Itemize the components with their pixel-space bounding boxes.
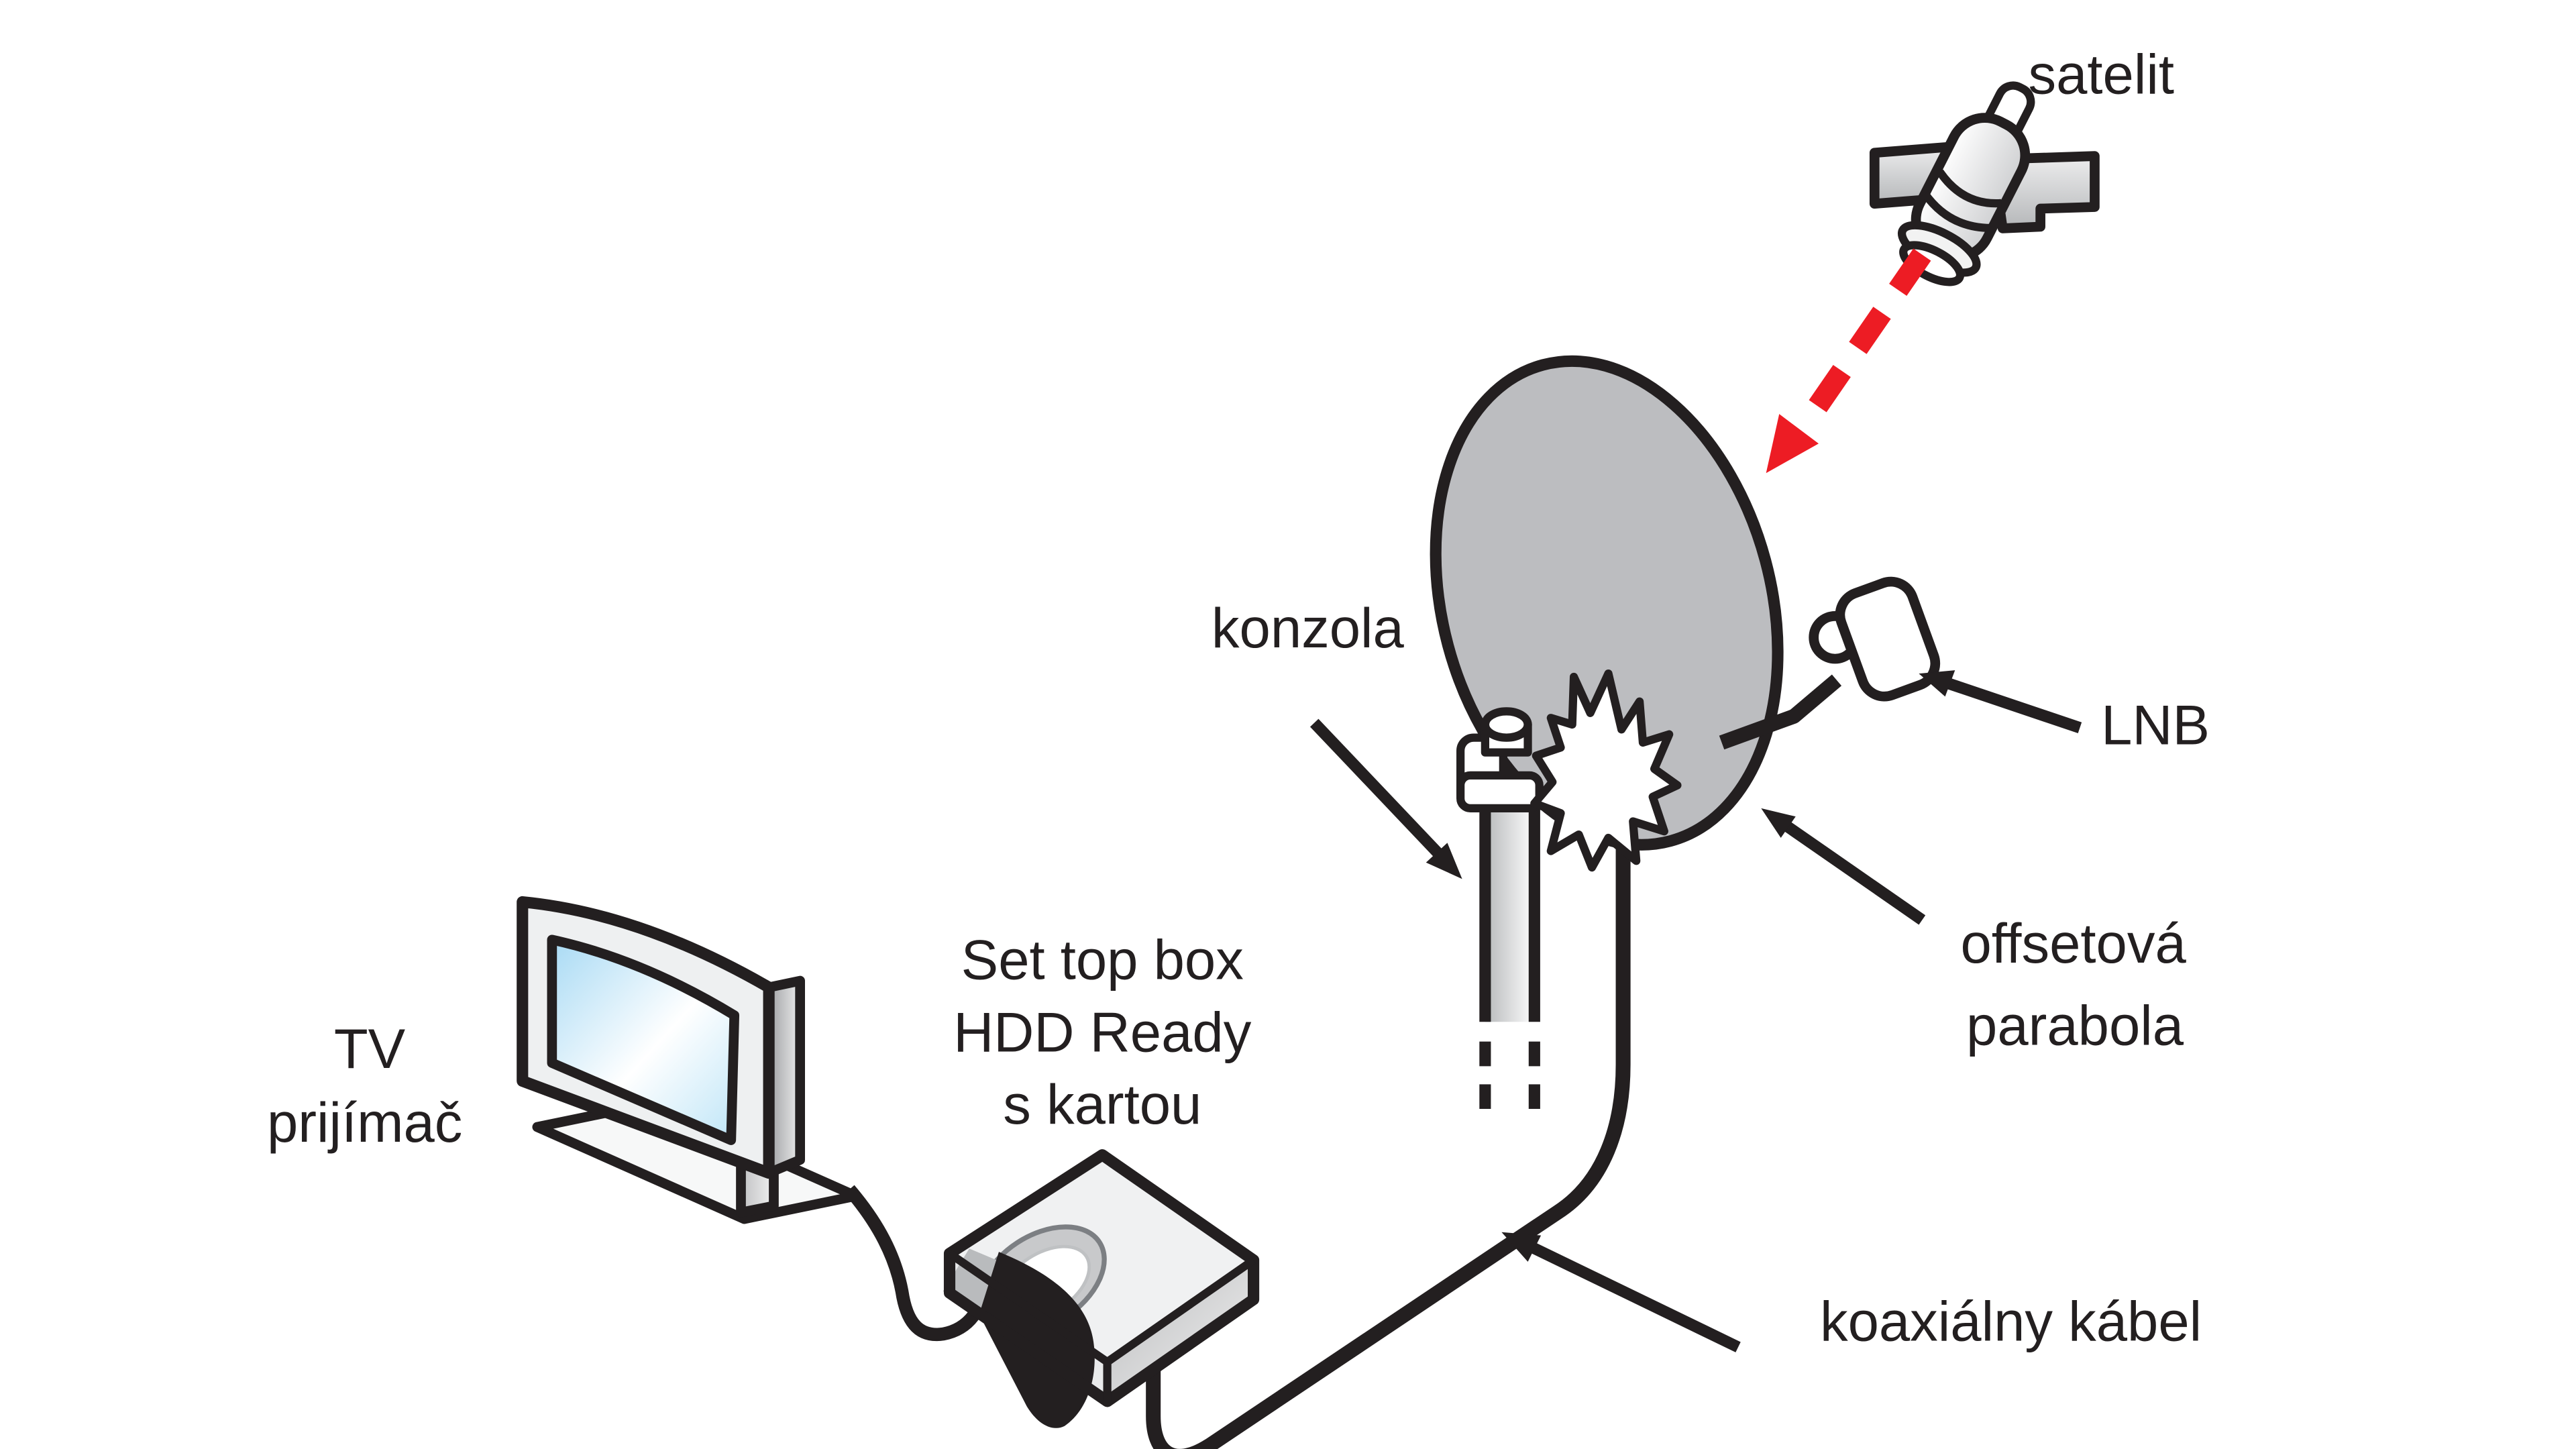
lnb-icon <box>1719 576 1941 750</box>
dish-label-line1: offsetová <box>1960 912 2186 975</box>
set-top-box-icon <box>943 1149 1260 1428</box>
tv-label-line2: prijímač <box>267 1091 462 1154</box>
signal-arrow <box>1766 248 1931 474</box>
tv-screen <box>547 934 740 1145</box>
signal-arrowhead-icon <box>1766 414 1819 474</box>
satellite-body-band-icon <box>1936 169 2002 208</box>
mount-bracket <box>1456 669 1682 872</box>
pole-clamp-band-icon <box>1456 771 1544 813</box>
pole-cap-top-icon <box>1481 707 1532 742</box>
mount-pole-dashed-continuation <box>1479 1041 1540 1111</box>
bracket-jagged-plate-icon <box>1530 669 1682 872</box>
coax-arrow <box>1501 1232 1741 1352</box>
stb-face-right-icon <box>1107 1260 1254 1401</box>
dish-label-line2: parabola <box>1966 995 2184 1057</box>
dish-arrow <box>1761 808 1926 925</box>
stb-edges <box>947 1250 1256 1401</box>
bracket-arrow <box>1309 718 1462 879</box>
lnb-label: LNB <box>2101 694 2210 756</box>
coax-cable-path <box>1146 841 1631 1449</box>
tv-label-line1: TV <box>334 1018 406 1080</box>
coax-cable-label: koaxiálny kábel <box>1820 1290 2202 1352</box>
satellite-icon <box>1869 81 2100 286</box>
lnb-arm-icon <box>1719 674 1842 750</box>
stb-label-line1: Set top box <box>961 929 1244 991</box>
stb-label-line3: s kartou <box>1003 1073 1201 1136</box>
bracket-label: konzola <box>1212 597 1405 659</box>
tv-icon <box>517 896 861 1224</box>
lnb-arrow <box>1919 670 2082 734</box>
satellite-body-band2-icon <box>1921 191 1992 233</box>
lnb-body-icon <box>1835 576 1941 702</box>
stb-label-line2: HDD Ready <box>953 1001 1252 1063</box>
satellite-label: satelit <box>2029 44 2174 106</box>
